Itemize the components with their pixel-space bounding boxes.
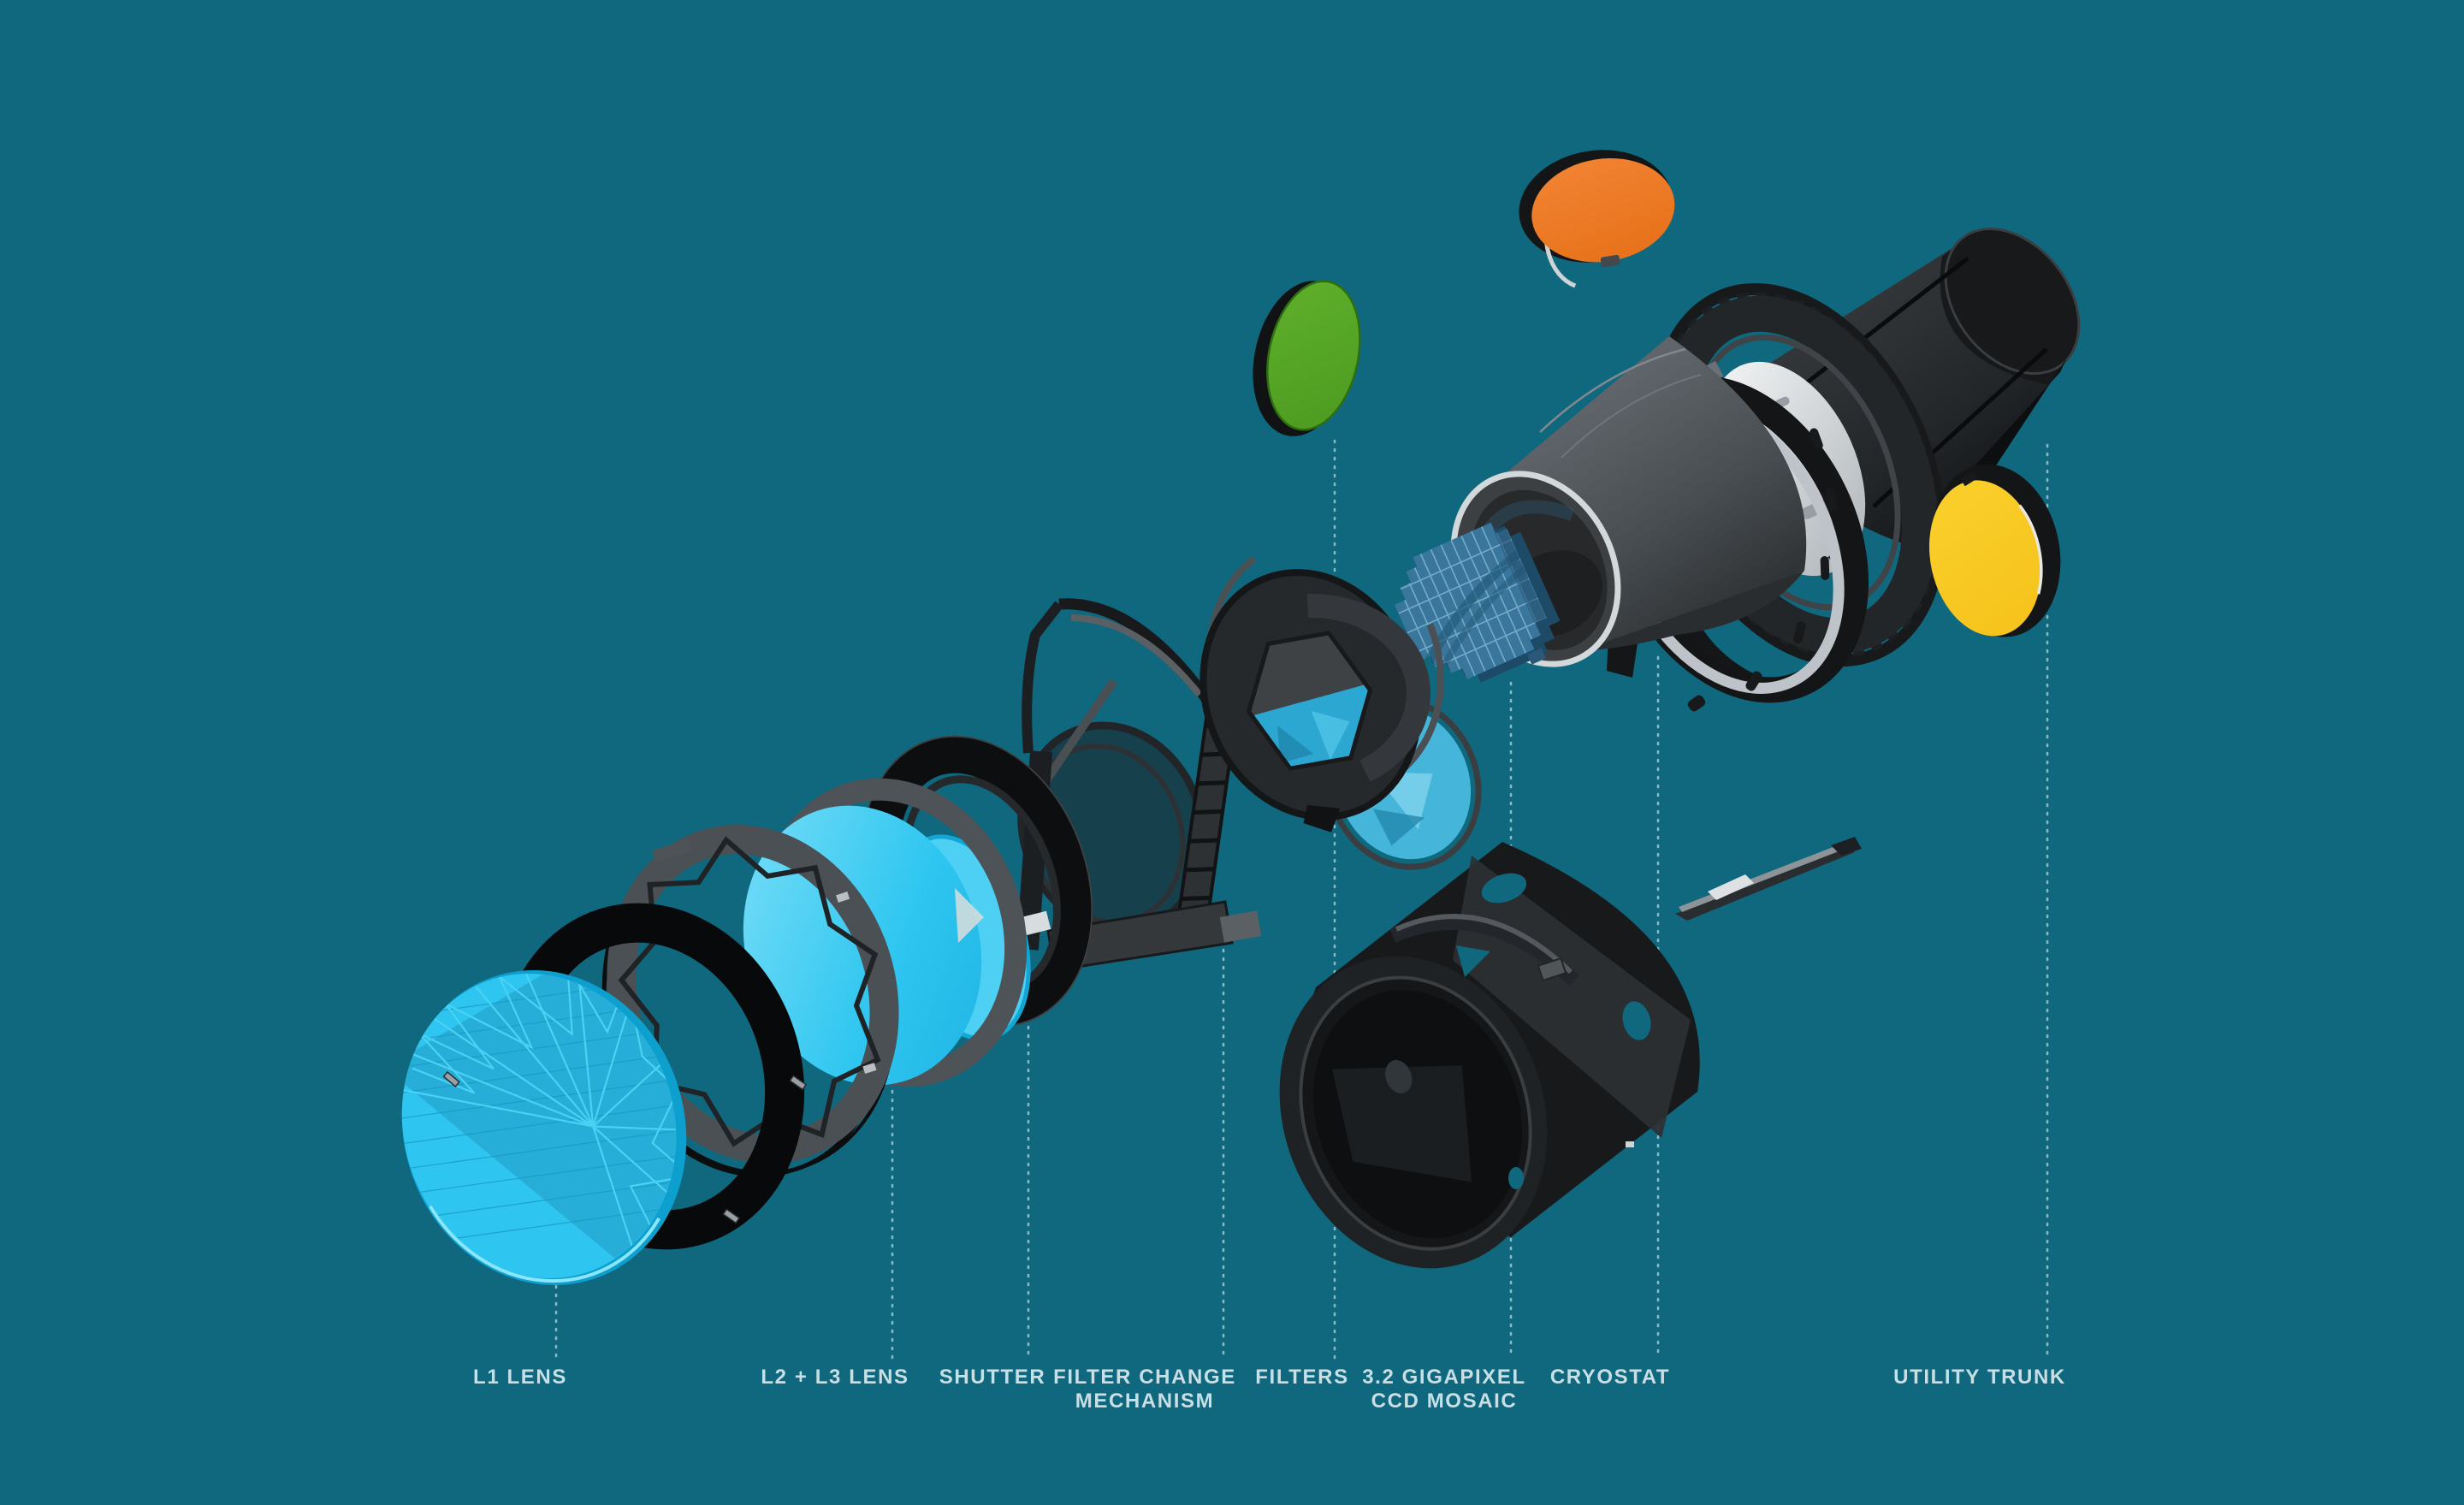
housing-hole-top (1481, 873, 1527, 904)
housing-slot-lip (1395, 914, 1573, 975)
filter-holder-ring (1191, 535, 1444, 832)
fcm-foot (1219, 910, 1262, 943)
ccd-step-piece (1527, 648, 1546, 665)
yellow-filter-glass (1929, 480, 2041, 637)
housing-hole-side (1622, 1001, 1651, 1040)
holder-hex-aperture (1246, 631, 1373, 774)
camera-housing (1279, 842, 1700, 1269)
housing-slot-triangle (1456, 945, 1490, 977)
cover-rod (1675, 837, 1862, 921)
green-filter (1253, 280, 1361, 436)
floating-screws (442, 1070, 808, 1224)
orange-filter (1519, 140, 1675, 291)
l2-lens-highlight (955, 888, 984, 943)
utility-trunk-end-cap (1944, 228, 2081, 375)
ccd-grid (1388, 520, 1553, 691)
cover-rod-highlight (1708, 874, 1754, 900)
housing-hole-bottom (1508, 1167, 1524, 1189)
yellow-filter-highlight (2018, 504, 2043, 595)
orange-filter-glass (1531, 157, 1675, 263)
yellow-filter (1929, 464, 2061, 637)
housing-inner-hole (1385, 1059, 1413, 1093)
truss-web (618, 836, 881, 1147)
housing-slot-tab (1537, 957, 1567, 982)
mount-ring-slots (1687, 428, 1838, 712)
filters-part (1191, 535, 1482, 870)
green-filter-glass (1267, 281, 1360, 430)
l1-lens-part (363, 937, 715, 1286)
l1-lens-rim-highlight (429, 1205, 660, 1283)
orange-filter-clip (1600, 254, 1620, 268)
housing-opening (1279, 956, 1548, 1269)
fcm-white-patch (1021, 910, 1051, 936)
truss-bracket (652, 838, 692, 862)
